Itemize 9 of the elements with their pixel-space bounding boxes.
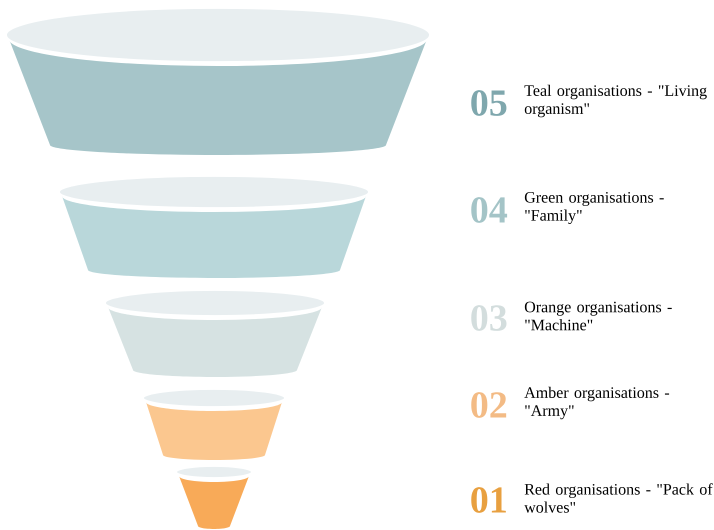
step-number: 05 xyxy=(471,90,506,116)
step-number: 02 xyxy=(471,392,506,418)
step-description: Orange organisations - "Machine" xyxy=(524,302,672,330)
step-description: Green organisations - "Family" xyxy=(524,192,664,224)
step-description: Amber organisations - "Army" xyxy=(524,386,670,420)
step-number: 01 xyxy=(471,487,506,513)
step-number: 04 xyxy=(471,197,508,223)
step-description: Red organisations - "Pack of wolves" xyxy=(524,483,713,513)
step-description: Teal organisations - "Living organism" xyxy=(524,84,707,118)
